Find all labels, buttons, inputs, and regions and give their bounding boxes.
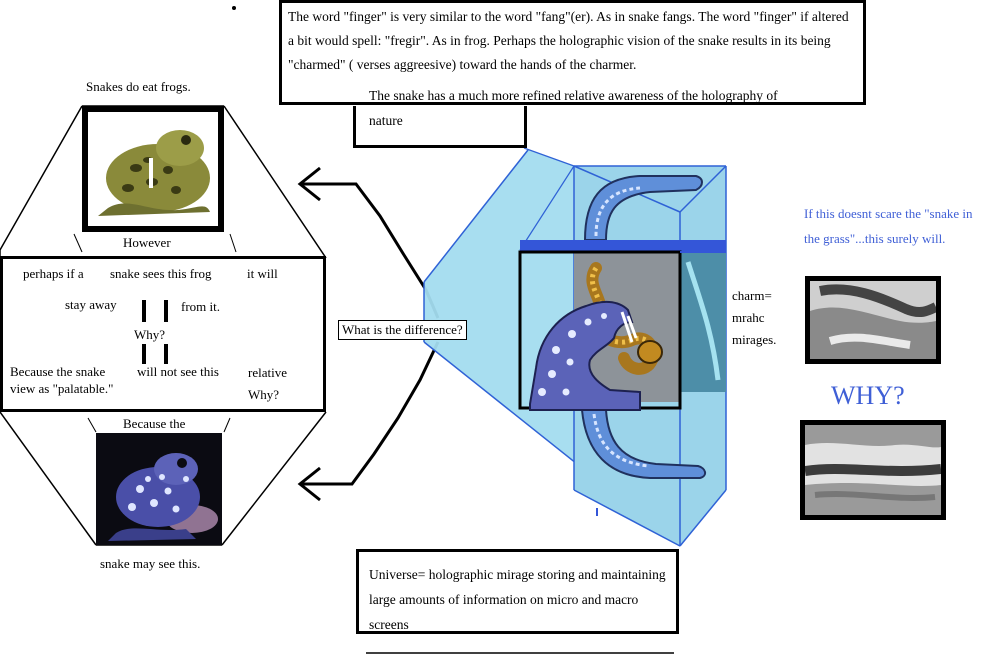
frog-photo-top [82, 106, 224, 232]
top-note-text: The word "finger" is very similar to the… [288, 9, 849, 72]
parallel-bars-1 [142, 300, 170, 322]
top-note-box: The word "finger" is very similar to the… [279, 0, 866, 105]
arrow-head-bottom [297, 466, 321, 502]
universe-note-text: Universe= holographic mirage storing and… [369, 567, 666, 632]
frog-blue-image [96, 433, 222, 545]
blue-snake-head [529, 300, 641, 411]
octagon-lower-left [0, 411, 97, 546]
hand-snake-image-2 [805, 425, 941, 515]
difference-label: What is the difference? [338, 320, 467, 340]
octagon-tick-right [229, 233, 237, 253]
universe-note-box: Universe= holographic mirage storing and… [356, 549, 679, 634]
text-will-not: will not see this [137, 364, 219, 379]
text-perhaps: perhaps if a [23, 266, 84, 281]
text-view-as: view as "palatable." [10, 381, 114, 396]
charm-label: charm= mrahc mirages. [732, 285, 776, 351]
stray-dot [232, 6, 236, 10]
charm-line-2: mrahc [732, 310, 765, 325]
snake-bottom-image [580, 409, 706, 479]
text-it-will: it will [247, 266, 278, 281]
snake-top-image [583, 175, 703, 241]
left-text-box [0, 256, 326, 412]
caption-snakes-eat-frogs: Snakes do eat frogs. [86, 79, 191, 94]
octagon-upper-right [223, 105, 327, 259]
text-why-2: Why? [248, 387, 280, 402]
text-because-snake: Because the snake [10, 364, 106, 379]
scare-text: If this doesnt scare the "snake in the g… [804, 206, 973, 246]
label-because-the: Because the [123, 416, 186, 431]
octagon-tick-left [73, 233, 83, 253]
inner-box-topbar [520, 240, 726, 252]
cone-edge-top [423, 149, 529, 283]
text-from-it: from it. [181, 299, 220, 314]
text-why: Why? [134, 327, 166, 342]
awareness-note-box [353, 106, 527, 148]
hand-photo-bottom [800, 420, 946, 520]
octagon-upper-left [0, 105, 83, 258]
hand-snake-image-1 [810, 281, 936, 359]
text-relative: relative [248, 365, 287, 380]
frog-photo-bottom [96, 433, 222, 545]
charm-line-3: mirages. [732, 332, 777, 347]
arrow-head-top [297, 166, 321, 202]
awareness-note-text: The snake has a much more refined relati… [369, 88, 778, 128]
charm-line-1: charm= [732, 288, 772, 303]
octagon-tick-left2 [87, 417, 97, 433]
why-big: WHY? [831, 381, 905, 410]
label-however: However [123, 235, 171, 250]
caption-snake-may-see: snake may see this. [100, 556, 201, 571]
text-snake-sees: snake sees this frog [110, 266, 212, 281]
octagon-lower-right [221, 411, 327, 546]
octagon-tick-right2 [223, 417, 231, 433]
arrow-to-bottom-frog [302, 341, 440, 486]
text-stay-away: stay away [65, 297, 117, 312]
parallel-bars-2 [142, 344, 170, 364]
hand-photo-top [805, 276, 941, 364]
frog-leopard-image [98, 130, 210, 216]
